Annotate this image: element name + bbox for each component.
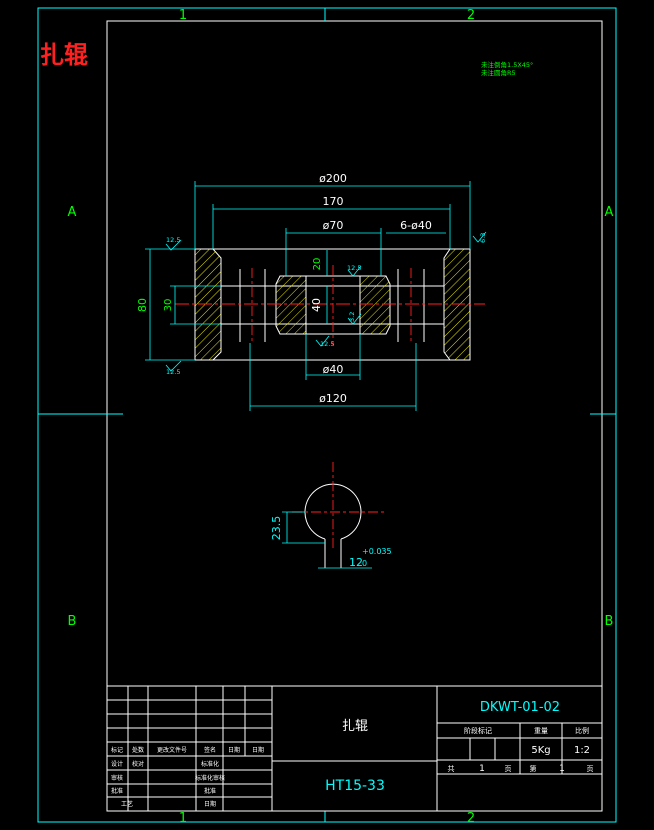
scale-value: 1:2	[574, 745, 590, 756]
hub-right	[359, 275, 391, 335]
header-stage: 阶段标记	[464, 726, 492, 735]
dim-23-5: 23.5	[270, 516, 283, 541]
zone-col-bottom-2: 2	[467, 811, 475, 826]
zone-col-top-1: 1	[179, 8, 187, 23]
sheet-label-b: 页	[587, 765, 594, 773]
dim-40: 40	[310, 298, 323, 312]
drawing-number: DKWT-01-02	[480, 700, 560, 715]
dim-d40: ø40	[323, 363, 344, 376]
role-review: 审核	[111, 774, 123, 782]
hub-left	[275, 275, 307, 335]
role-standard: 标准化	[201, 760, 219, 768]
roughness-4: 6.3	[479, 233, 487, 243]
roughness-6: 12.5	[320, 340, 334, 348]
roughness-5: 3.2	[348, 312, 356, 322]
sheet-label-a: 第	[530, 764, 537, 773]
sheet-number: 1	[559, 764, 565, 774]
dim-170: 170	[323, 195, 344, 208]
rim-right	[443, 248, 471, 361]
note-line-2: 未注圆角R5	[481, 68, 516, 77]
roughness-3: 12.5	[347, 264, 361, 272]
rim-left	[194, 248, 222, 361]
dim-key-tol-upper: +0.035	[362, 547, 392, 556]
dim-80: 80	[136, 298, 149, 312]
sheets-total: 1	[479, 764, 485, 774]
dim-d120: ø120	[319, 392, 347, 405]
rev-date: 日期	[228, 746, 240, 754]
zone-row-right-b: B	[605, 614, 614, 629]
zone-row-right-a: A	[605, 205, 614, 220]
role-craft: 工艺	[121, 800, 133, 808]
roughness-2: 12.5	[166, 368, 180, 376]
role-approve: 批准	[111, 787, 123, 795]
sheets-label-a: 共	[448, 764, 455, 773]
outer-frame	[37, 7, 617, 823]
weight-value: 5Kg	[531, 745, 550, 756]
dim-20: 20	[312, 258, 323, 271]
rev-sign: 签名	[204, 746, 216, 754]
dim-30: 30	[163, 299, 174, 312]
zone-col-top-2: 2	[467, 8, 475, 23]
rev-count: 处数	[132, 746, 144, 754]
dimension-lines	[145, 181, 487, 411]
header-weight: 重量	[534, 727, 548, 735]
role-std-check: 标准化审核	[195, 774, 225, 782]
drawing-title: 扎辊	[40, 40, 88, 69]
zone-row-left-b: B	[68, 614, 77, 629]
zone-row-left-a: A	[68, 205, 77, 220]
title-block	[106, 685, 603, 812]
header-scale: 比例	[575, 726, 589, 735]
dim-key-width: 12	[349, 556, 363, 569]
sheets-label-b: 页	[505, 765, 512, 773]
zone-col-bottom-1: 1	[179, 811, 187, 826]
part-name: 扎辊	[342, 719, 368, 734]
dim-key-tol-lower: 0	[362, 559, 367, 568]
dim-d200: ø200	[319, 172, 347, 185]
dim-d70: ø70	[323, 219, 344, 232]
keyway-view	[282, 462, 385, 569]
role-design: 设计	[111, 760, 123, 768]
dim-holes: 6-ø40	[400, 219, 432, 232]
rev-mark: 标记	[111, 746, 123, 754]
inner-frame	[106, 20, 603, 812]
note-line-1: 未注倒角1.5X45°	[481, 60, 533, 69]
material: HT15-33	[325, 778, 385, 794]
date-label: 日期	[204, 800, 216, 808]
rev-date-2: 日期	[252, 746, 264, 754]
section-view	[175, 248, 485, 361]
rev-zone: 更改文件号	[157, 746, 187, 754]
roughness-1: 12.5	[166, 236, 180, 244]
role-check: 校对	[132, 760, 144, 768]
role-approved: 批准	[204, 787, 216, 795]
